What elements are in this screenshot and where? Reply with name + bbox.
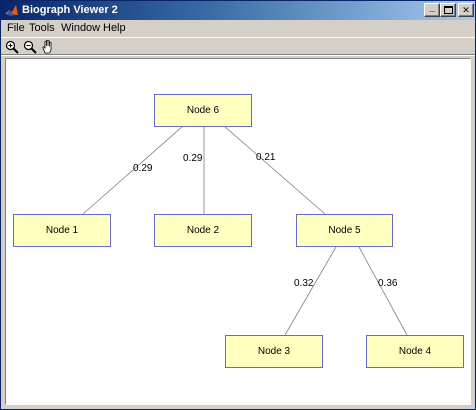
menu-window[interactable]: Window xyxy=(61,22,101,34)
edge-weight-label: 0.29 xyxy=(133,163,153,174)
zoom-out-icon xyxy=(23,40,37,54)
edge-weight-label: 0.36 xyxy=(378,278,398,289)
zoom-in-icon xyxy=(5,40,19,54)
menu-help[interactable]: Help xyxy=(103,22,126,34)
pan-hand-icon xyxy=(42,39,52,54)
toolbar xyxy=(1,37,475,56)
minimize-icon: _ xyxy=(429,2,435,13)
graph-node-5[interactable]: Node 5 xyxy=(296,214,393,247)
maximize-icon xyxy=(443,6,453,14)
edge-weight-label: 0.32 xyxy=(294,278,314,289)
menu-bar: File Tools Window Help xyxy=(1,20,475,37)
graph-node-4[interactable]: Node 4 xyxy=(366,335,464,368)
matlab-app-icon xyxy=(4,3,19,18)
edge-weight-label: 0.21 xyxy=(256,152,276,163)
toolbar-separator xyxy=(1,54,475,56)
window-title: Biograph Viewer 2 xyxy=(22,4,118,16)
graph-node-1[interactable]: Node 1 xyxy=(13,214,111,247)
pan-button[interactable] xyxy=(40,39,56,54)
graph-edges xyxy=(82,125,408,336)
menu-tools[interactable]: Tools xyxy=(29,22,55,34)
close-button[interactable]: ✕ xyxy=(458,3,474,17)
zoom-in-button[interactable] xyxy=(4,39,20,54)
graph-node-6[interactable]: Node 6 xyxy=(154,94,252,127)
title-bar[interactable]: Biograph Viewer 2 _ ✕ xyxy=(1,1,475,20)
edge-node5-node3 xyxy=(284,246,337,336)
graph-node-2[interactable]: Node 2 xyxy=(154,214,252,247)
graph-canvas[interactable]: 0.29 0.29 0.21 0.32 0.36 Node 6 Node 1 N… xyxy=(5,58,471,405)
edge-weight-label: 0.29 xyxy=(183,153,203,164)
minimize-button[interactable]: _ xyxy=(424,3,440,17)
edge-node6-node1 xyxy=(82,125,184,215)
menu-file[interactable]: File xyxy=(7,22,25,34)
zoom-out-button[interactable] xyxy=(22,39,38,54)
edge-node6-node5 xyxy=(223,125,326,215)
edge-node5-node4 xyxy=(358,246,408,336)
maximize-button[interactable] xyxy=(440,3,456,17)
graph-node-3[interactable]: Node 3 xyxy=(225,335,323,368)
close-icon: ✕ xyxy=(462,4,470,15)
